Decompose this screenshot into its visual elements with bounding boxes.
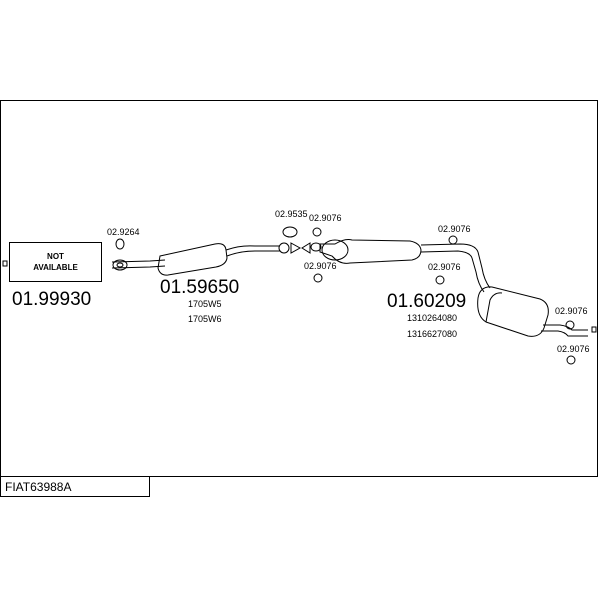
ref-front-silencer-2: 1705W6	[188, 314, 222, 324]
not-available-box: NOT AVAILABLE	[9, 242, 102, 282]
part-number-front-silencer: 01.59650	[160, 277, 240, 298]
rubber-mount	[448, 235, 458, 245]
rear-pipe	[420, 243, 491, 289]
part-number-rear-section: 01.60209	[387, 291, 467, 312]
intermediate-pipe	[225, 245, 280, 251]
not-available-line-2: AVAILABLE	[33, 263, 78, 272]
fitting-label: 02.9076	[555, 306, 588, 316]
diagram-frame	[0, 100, 598, 477]
fitting-label: 02.9076	[304, 261, 337, 271]
rubber-mount	[313, 273, 323, 283]
front-silencer	[157, 243, 228, 276]
not-available-line-1: NOT	[47, 252, 64, 261]
fitting-label: 02.9076	[428, 262, 461, 272]
fitting-label: 02.9076	[557, 344, 590, 354]
rubber-mount	[435, 275, 445, 285]
part-number-manifold: 01.99930	[12, 289, 92, 310]
ref-rear-section-2: 1316627080	[407, 329, 458, 339]
left-connector	[2, 260, 8, 267]
fitting-label: 02.9076	[438, 224, 471, 234]
clamp-ring	[282, 226, 298, 238]
flange-joint	[290, 242, 302, 254]
ref-rear-section-1: 1310264080	[407, 313, 458, 323]
rear-silencer	[477, 286, 549, 337]
rubber-mount	[312, 227, 322, 237]
diagram-code: FIAT63988A	[0, 477, 150, 497]
rubber-mount	[566, 355, 576, 365]
fitting-label: 02.9076	[309, 213, 342, 223]
fitting-label: 02.9264	[107, 227, 140, 237]
right-connector	[591, 326, 597, 333]
front-pipe-flange	[112, 259, 128, 271]
intermediate-flange	[278, 242, 290, 254]
ref-front-silencer-1: 1705W5	[188, 299, 222, 309]
center-silencer	[319, 239, 422, 264]
clamp-ring	[115, 238, 125, 250]
rubber-mount	[565, 320, 575, 330]
tail-pipe	[543, 324, 588, 331]
fitting-label: 02.9535	[275, 209, 308, 219]
